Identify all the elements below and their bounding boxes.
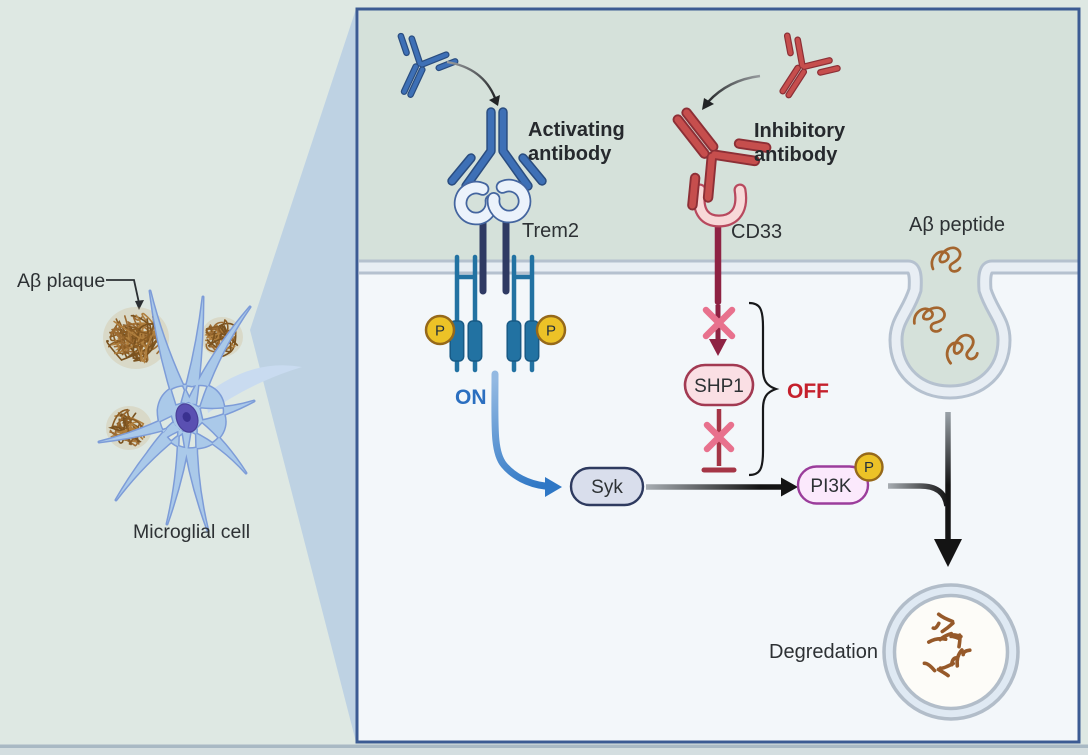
ab-plaque-label: Aβ plaque: [17, 270, 105, 292]
phospho-badge-left-label: P: [435, 323, 445, 340]
syk-label: Syk: [591, 477, 623, 498]
pi3k-phospho-badge: P: [854, 452, 884, 482]
trem2-stalks: [479, 215, 510, 295]
binding-arrow-cd33-head: [702, 98, 714, 110]
ab-peptide-label: Aβ peptide: [909, 214, 1005, 236]
inhibitory-antibody-label-line1: Inhibitory: [754, 120, 846, 142]
off-label: OFF: [787, 380, 829, 403]
degradation-label: Degredation: [769, 641, 878, 663]
syk-activation-arrow: [491, 370, 549, 490]
panel-border: [355, 7, 1081, 744]
pi3k-phospho-label: P: [864, 459, 874, 476]
off-brace: [748, 301, 780, 477]
activating-antibody-bound: [447, 107, 547, 191]
shp1-label: SHP1: [694, 376, 744, 397]
degradation-vesicle: [882, 583, 1020, 721]
signal-arrow-pi3k-uptake: [888, 483, 950, 507]
binding-arrow-cd33: [707, 74, 761, 103]
syk-activation-arrow-head: [545, 477, 562, 497]
uptake-arrow-head: [934, 539, 962, 567]
bottom-strip: [0, 748, 1088, 755]
ab-plaque-pointer-arrowhead: [135, 300, 144, 310]
x-mark-lower: [703, 421, 735, 453]
binding-arrow-trem2: [446, 60, 497, 99]
cd33-label: CD33: [731, 221, 782, 243]
pi3k-label: PI3K: [810, 476, 852, 497]
ab-plaque-pointer: [106, 279, 140, 304]
pi3k-node: PI3K: [796, 465, 870, 505]
phospho-badge-right-label: P: [546, 323, 556, 340]
cd33-receptor: [692, 183, 748, 306]
trem2-label: Trem2: [522, 220, 579, 242]
activating-antibody-label-line2: antibody: [528, 143, 612, 165]
phospho-badge-right: P: [535, 314, 567, 346]
trem2-receptor: [453, 178, 532, 295]
activating-antibody-label-line1: Activating: [528, 119, 625, 141]
extracellular-region: [359, 10, 1078, 392]
plaque-tangle-large: [103, 307, 169, 369]
syk-node: Syk: [569, 466, 645, 507]
binding-arrow-trem2-head: [489, 95, 500, 106]
on-label: ON: [455, 386, 487, 409]
degraded-peptide-fragments: [922, 612, 972, 678]
cell-nucleus: [175, 403, 199, 433]
zoom-wedge: [250, 9, 356, 742]
phospho-badge-left: P: [424, 314, 456, 346]
microglial-cell-label: Microglial cell: [133, 521, 250, 543]
bottom-border: [0, 744, 1088, 748]
blocked-arrow-shp1-head: [709, 339, 727, 356]
inhibitory-antibody-label-line2: antibody: [754, 144, 838, 166]
shp1-node: SHP1: [683, 363, 755, 407]
signal-arrow-syk-pi3k-head: [781, 477, 798, 497]
x-mark-upper: [702, 306, 736, 340]
